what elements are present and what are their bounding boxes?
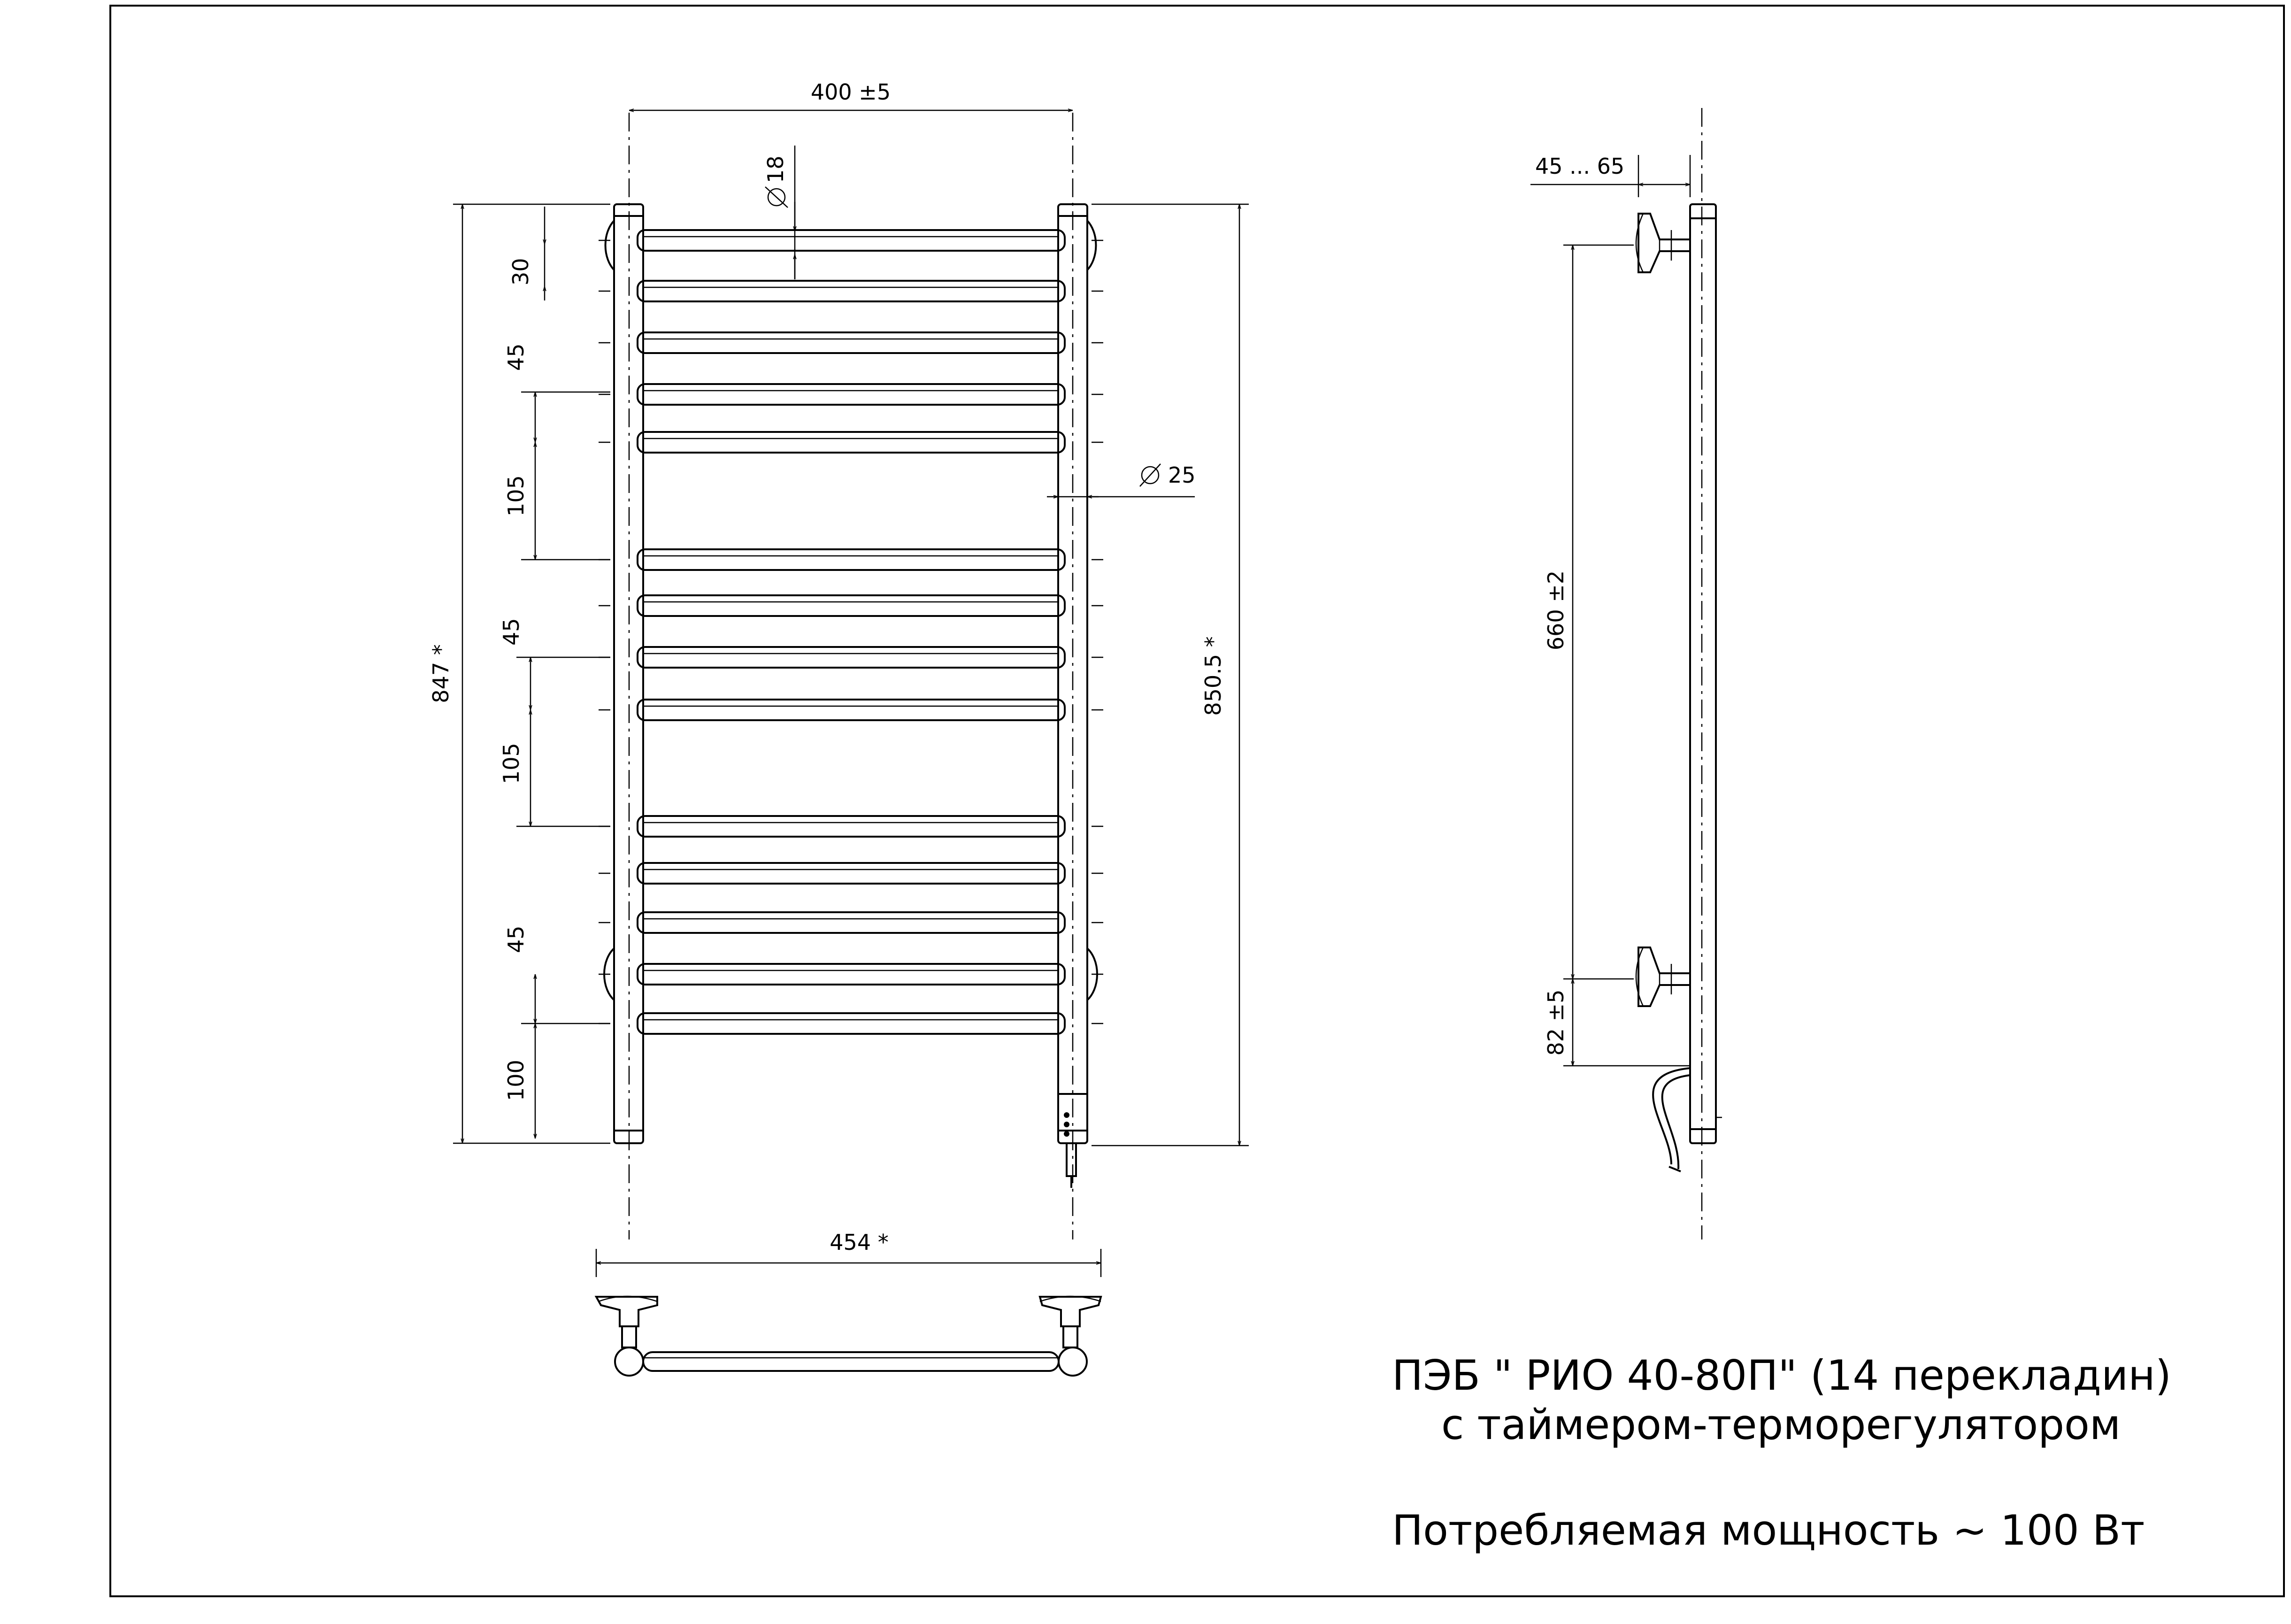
dim-top-width: 400 ±5 xyxy=(811,79,891,105)
crossbar-3 xyxy=(637,331,1066,354)
power-cable xyxy=(1652,1067,1691,1170)
crossbar-9 xyxy=(637,699,1066,721)
dim-gap-105-b: 105 xyxy=(499,743,524,784)
crossbar-1 xyxy=(637,229,1066,252)
dim-wall-offset: 45 ... 65 xyxy=(1535,154,1624,179)
dim-gap-30: 30 xyxy=(508,258,533,285)
dim-mount-spacing: 660 ±2 xyxy=(1543,570,1568,650)
crossbar-13 xyxy=(637,963,1066,985)
crossbars xyxy=(637,229,1066,1035)
crossbar-10 xyxy=(637,815,1066,838)
dim-gap-45-a: 45 xyxy=(503,343,529,371)
crossbar-14 xyxy=(637,1012,1066,1035)
crossbar-2 xyxy=(637,280,1066,302)
top-view: 454 * xyxy=(594,1230,1102,1377)
drawing-frame xyxy=(109,5,2285,1597)
dim-bar-diameter: 18 xyxy=(763,155,788,183)
bracket-top-right xyxy=(1086,220,1097,271)
title-block: ПЭБ " РИО 40-80П" (14 перекладин) с тайм… xyxy=(1392,1351,2171,1555)
crossbar-12 xyxy=(637,911,1066,934)
dim-gap-100: 100 xyxy=(503,1060,529,1101)
wall-mount-top xyxy=(1635,213,1691,273)
wall-mount-bottom xyxy=(1635,947,1691,1007)
gap-dimension-chain: 30 45 105 45 105 45 100 xyxy=(499,207,610,1139)
dim-bottom-width: 454 * xyxy=(830,1230,888,1255)
front-view: 400 ±5 18 25 847 * 850.5 * xyxy=(428,79,1249,1239)
title-line-2: с таймером-терморегулятором xyxy=(1441,1401,2121,1449)
title-line-1: ПЭБ " РИО 40-80П" (14 перекладин) xyxy=(1392,1351,2171,1400)
dim-gap-45-c: 45 xyxy=(503,925,529,953)
right-pipe xyxy=(1057,203,1088,1188)
crossbar-5 xyxy=(637,431,1066,454)
bar-extension-lines xyxy=(599,239,1103,1024)
left-pipe xyxy=(613,203,644,1144)
dim-gap-105-a: 105 xyxy=(503,475,529,516)
title-line-3: Потребляемая мощность ~ 100 Вт xyxy=(1392,1506,2145,1555)
dim-height-left: 847 * xyxy=(428,644,454,703)
crossbar-6 xyxy=(637,548,1066,571)
side-view: 45 ... 65 660 ±2 82 ±5 xyxy=(1530,108,1722,1239)
bracket-top-left xyxy=(604,220,615,271)
dim-gap-45-b: 45 xyxy=(499,618,524,646)
crossbar-7 xyxy=(637,594,1066,617)
dim-height-right: 850.5 * xyxy=(1200,636,1226,716)
crossbar-4 xyxy=(637,383,1066,406)
dim-bottom-offset: 82 ±5 xyxy=(1543,990,1568,1056)
crossbar-11 xyxy=(637,862,1066,885)
dim-pipe-diameter: 25 xyxy=(1168,462,1196,488)
crossbar-8 xyxy=(637,646,1066,669)
